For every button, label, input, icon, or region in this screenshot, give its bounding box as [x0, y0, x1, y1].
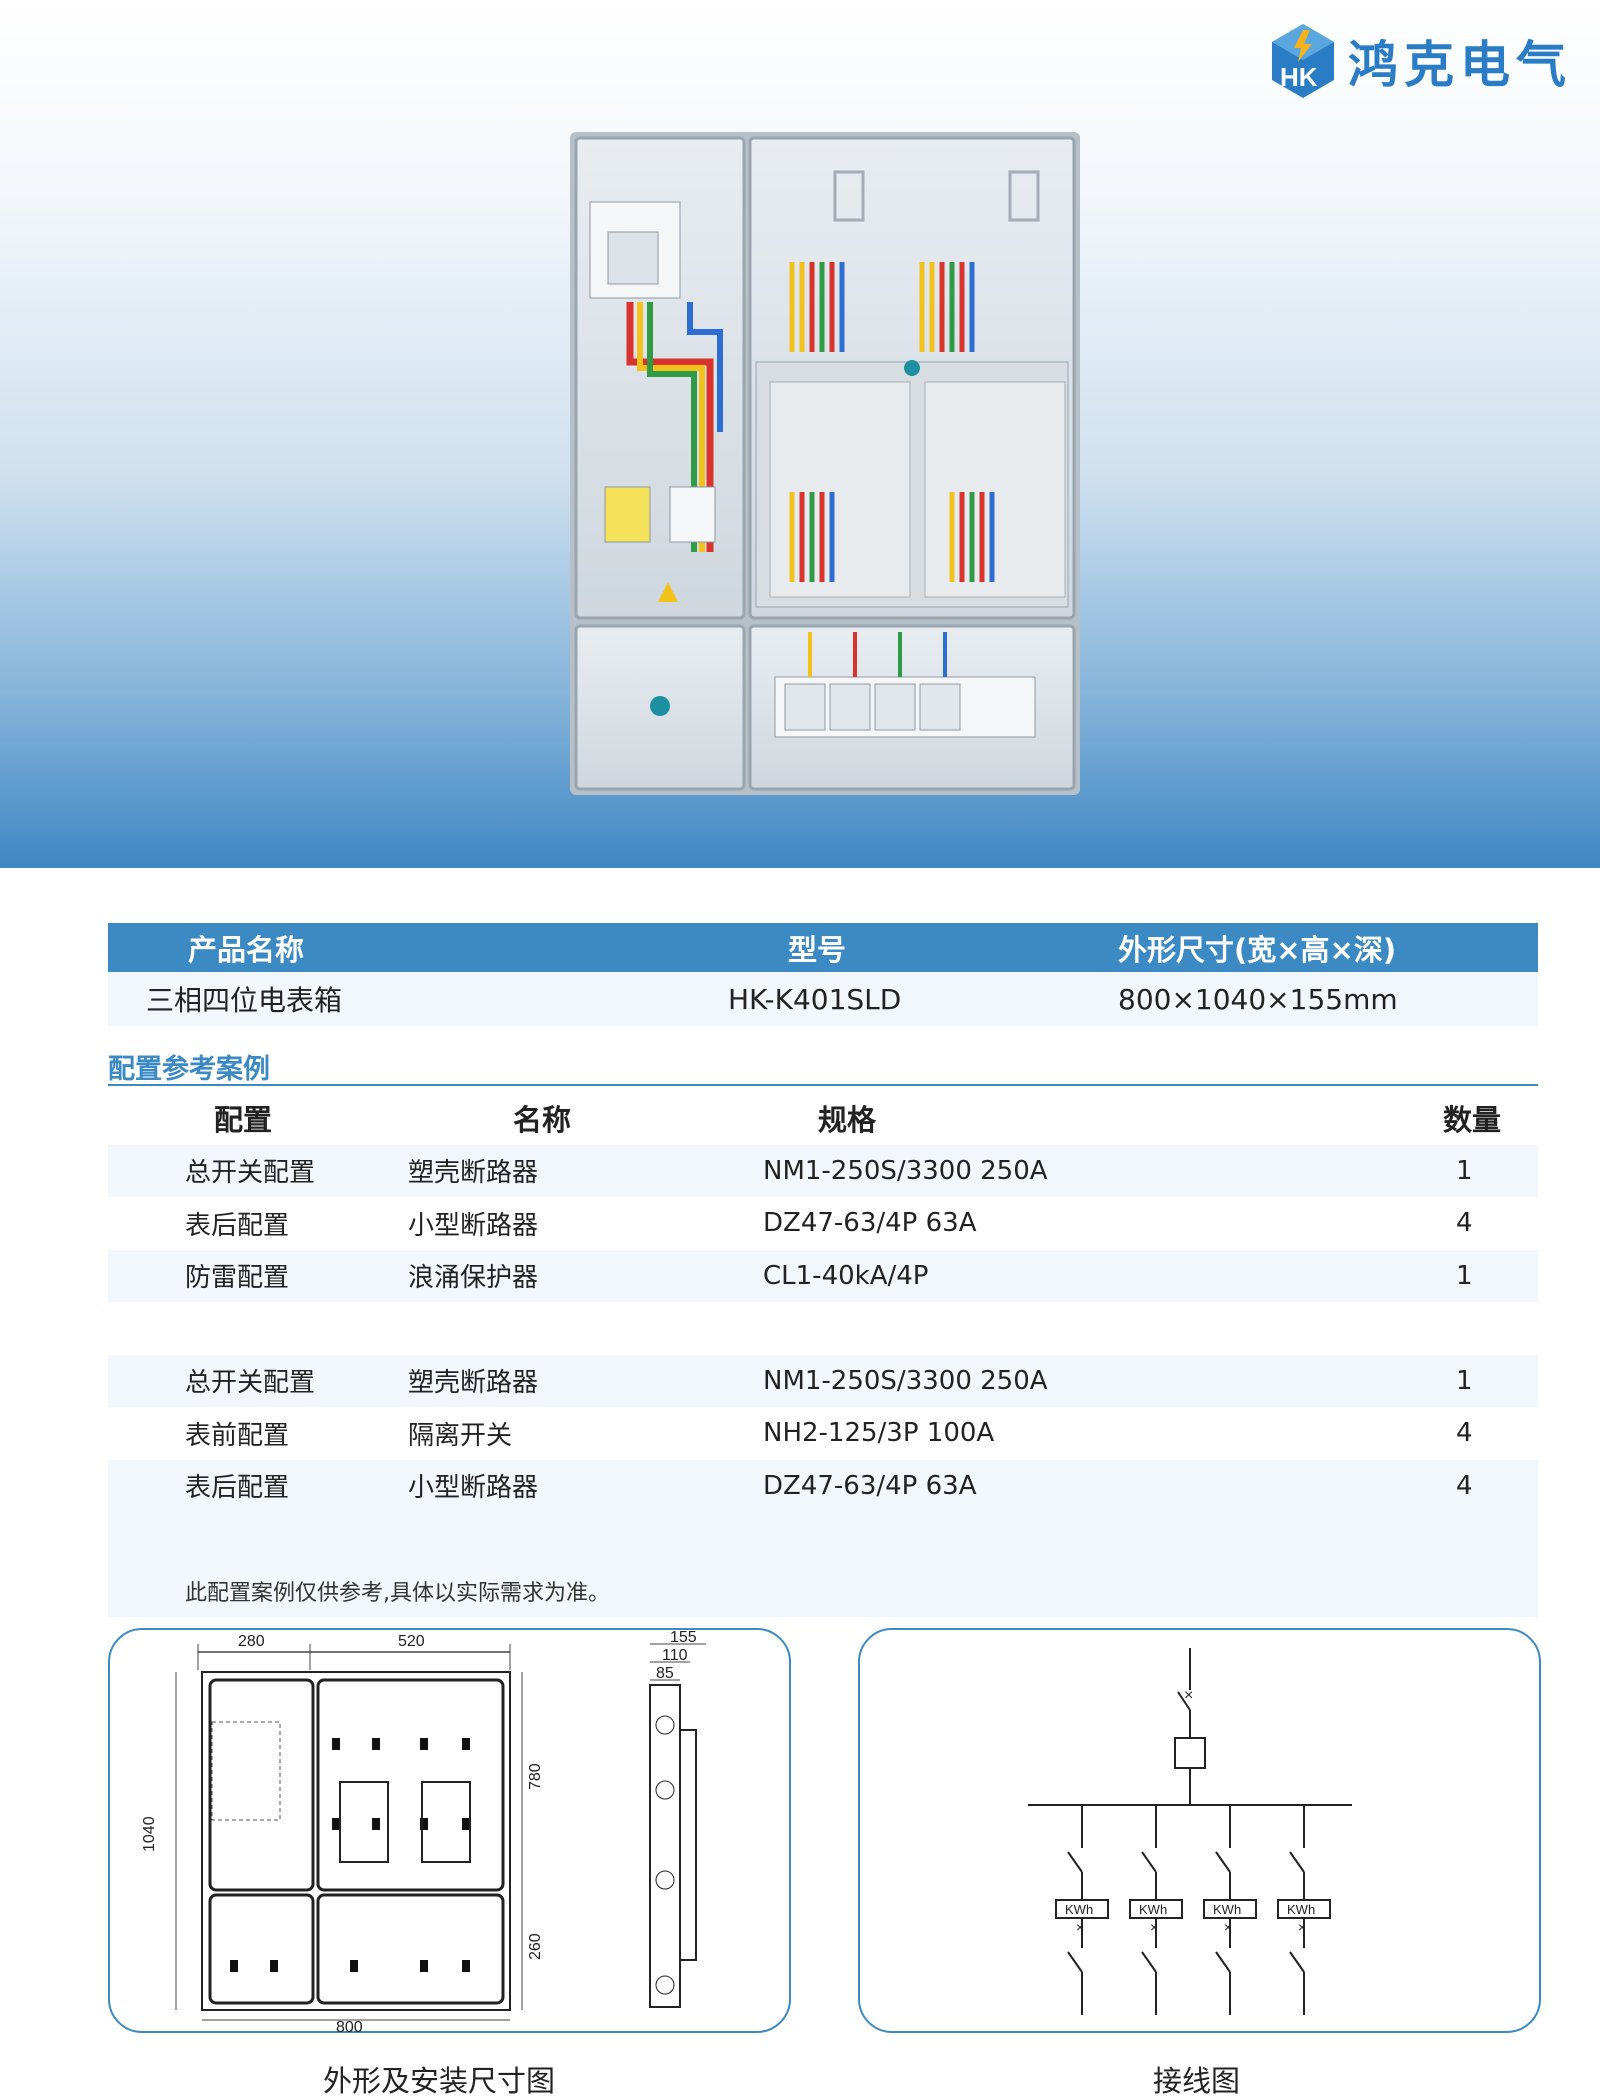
- cell-name: 小型断路器: [408, 1210, 539, 1241]
- hk-logo-icon: HK: [1272, 24, 1334, 98]
- dim-label-w2: 520: [398, 1633, 425, 1650]
- dim-label-d1: 155: [670, 1630, 697, 1646]
- cell-name: 塑壳断路器: [408, 1158, 539, 1189]
- product-dimensions: 800×1040×155mm: [1118, 982, 1398, 1016]
- cell-quantity: 1: [1456, 1155, 1473, 1186]
- cell-spec: NM1-250S/3300 250A: [763, 1365, 1048, 1396]
- header-product-name: 产品名称: [188, 932, 305, 967]
- svg-text:HK: HK: [1280, 62, 1318, 92]
- cell-spec: NM1-250S/3300 250A: [763, 1155, 1048, 1186]
- spec-table-header: 产品名称 型号 外形尺寸(宽×高×深): [108, 923, 1538, 972]
- cell-config: 防雷配置: [185, 1263, 290, 1294]
- hero-banner: HK 鸿克电气: [0, 0, 1600, 868]
- wiring-diagram-panel: × KWh KWh KWh KWh × × × ×: [858, 1628, 1541, 2033]
- dimension-drawing-caption: 外形及安装尺寸图: [323, 2064, 556, 2098]
- dim-label-d3: 85: [656, 1665, 674, 1682]
- config-section-title: 配置参考案例: [108, 1054, 270, 1085]
- dimension-drawing-panel: 280 520 1040 780 260 800: [108, 1628, 791, 2036]
- table-row-spacer: [108, 1512, 1538, 1565]
- config-note: 此配置案例仅供参考,具体以实际需求为准。: [185, 1580, 610, 1606]
- cell-config: 表后配置: [185, 1473, 290, 1504]
- cell-config: 总开关配置: [185, 1368, 316, 1399]
- x-mark: ×: [1150, 1919, 1158, 1935]
- cell-config: 总开关配置: [185, 1158, 316, 1189]
- dim-label-d2: 110: [662, 1647, 688, 1664]
- dim-label-h1: 780: [527, 1763, 544, 1790]
- cell-config: 表后配置: [185, 1210, 290, 1241]
- cell-quantity: 1: [1456, 1260, 1473, 1291]
- product-name: 三相四位电表箱: [146, 984, 343, 1017]
- table-row: 总开关配置 塑壳断路器 NM1-250S/3300 250A 1: [108, 1354, 1538, 1407]
- wiring-diagram: × KWh KWh KWh KWh × × × ×: [1028, 1648, 1352, 2015]
- header-quantity: 数量: [1443, 1103, 1502, 1138]
- config-table: 配置 名称 规格 数量 总开关配置 塑壳断路器 NM1-250S/3300 25…: [108, 1092, 1538, 1617]
- meter-label: KWh: [1213, 1902, 1241, 1917]
- meter-box-product-image: [570, 132, 1080, 795]
- table-row: 表后配置 小型断路器 DZ47-63/4P 63A 4: [108, 1459, 1538, 1512]
- cell-spec: NH2-125/3P 100A: [763, 1418, 995, 1449]
- header-config: 配置: [214, 1103, 273, 1138]
- spec-table-row: 三相四位电表箱 HK-K401SLD 800×1040×155mm: [108, 972, 1538, 1026]
- config-note-row: 此配置案例仅供参考,具体以实际需求为准。: [108, 1564, 1538, 1617]
- x-mark: ×: [1076, 1919, 1084, 1935]
- wiring-diagram-caption: 接线图: [1153, 2064, 1241, 2098]
- cell-name: 浪涌保护器: [408, 1263, 539, 1294]
- meter-label: KWh: [1287, 1902, 1315, 1917]
- cell-name: 小型断路器: [408, 1473, 539, 1504]
- cell-name: 隔离开关: [408, 1420, 513, 1451]
- spec-table: 产品名称 型号 外形尺寸(宽×高×深) 三相四位电表箱 HK-K401SLD 8…: [108, 923, 1538, 1026]
- header-name: 名称: [513, 1103, 572, 1138]
- product-model: HK-K401SLD: [728, 982, 902, 1016]
- meter-label: KWh: [1139, 1902, 1167, 1917]
- table-row: 总开关配置 塑壳断路器 NM1-250S/3300 250A 1: [108, 1144, 1538, 1197]
- brand-name: 鸿克电气: [1348, 36, 1572, 94]
- cell-quantity: 1: [1456, 1365, 1473, 1396]
- dimension-drawing: 280 520 1040 780 260 800: [141, 1629, 706, 2036]
- cell-spec: DZ47-63/4P 63A: [763, 1470, 977, 1501]
- header-spec: 规格: [818, 1103, 877, 1138]
- section-divider: [108, 1084, 1538, 1086]
- cell-quantity: 4: [1456, 1470, 1473, 1501]
- table-row: 表后配置 小型断路器 DZ47-63/4P 63A 4: [108, 1197, 1538, 1250]
- dim-label-w1: 280: [238, 1633, 265, 1650]
- meter-label: KWh: [1065, 1902, 1093, 1917]
- table-row-empty: [108, 1302, 1538, 1355]
- table-row: 防雷配置 浪涌保护器 CL1-40kA/4P 1: [108, 1249, 1538, 1302]
- cell-name: 塑壳断路器: [408, 1368, 539, 1399]
- cell-config: 表前配置: [185, 1420, 290, 1451]
- x-mark: ×: [1298, 1919, 1306, 1935]
- cell-quantity: 4: [1456, 1418, 1473, 1449]
- x-mark: ×: [1224, 1919, 1232, 1935]
- config-table-header: 配置 名称 规格 数量: [108, 1092, 1538, 1145]
- cell-spec: DZ47-63/4P 63A: [763, 1208, 977, 1239]
- cell-quantity: 4: [1456, 1208, 1473, 1239]
- dim-label-h: 1040: [141, 1816, 158, 1852]
- brand-logo: HK 鸿克电气: [1270, 22, 1572, 100]
- dim-label-h2: 260: [527, 1933, 544, 1960]
- dim-label-w: 800: [336, 2019, 363, 2035]
- table-row: 表前配置 隔离开关 NH2-125/3P 100A 4: [108, 1407, 1538, 1460]
- header-dimensions: 外形尺寸(宽×高×深): [1118, 932, 1397, 967]
- header-model: 型号: [788, 932, 847, 967]
- breaker-x-mark: ×: [1184, 1687, 1193, 1704]
- cell-spec: CL1-40kA/4P: [763, 1260, 929, 1291]
